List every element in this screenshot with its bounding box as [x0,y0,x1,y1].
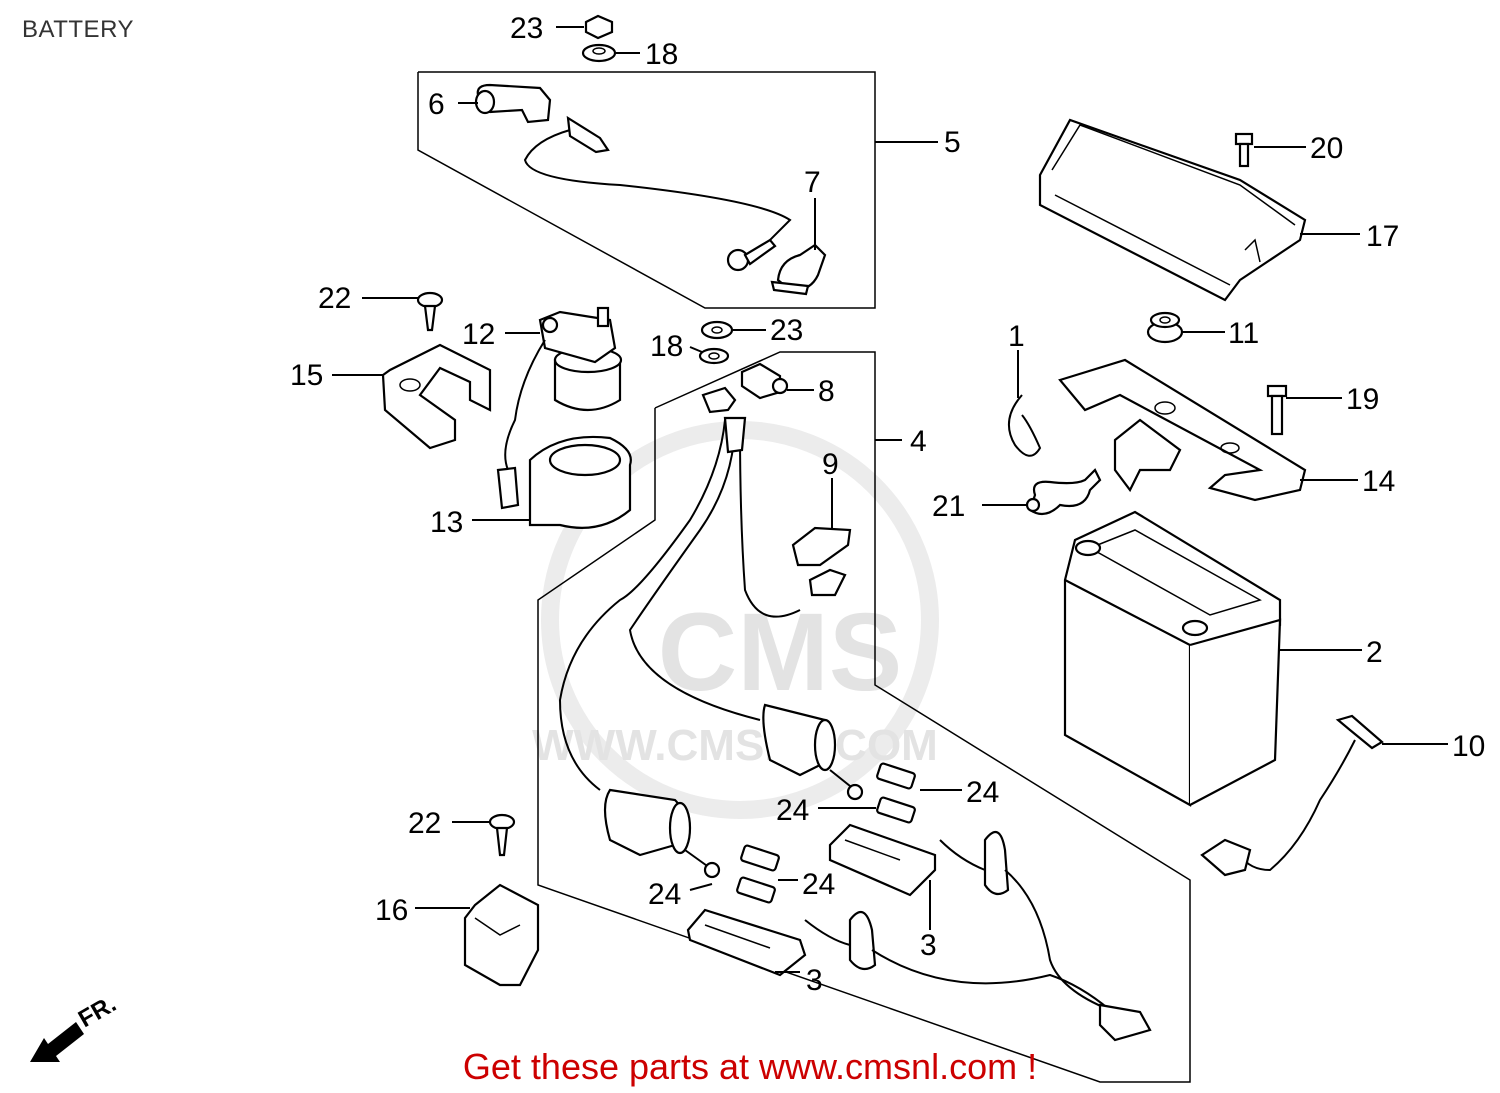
label-16: 16 [375,894,408,927]
label-6: 6 [428,88,445,121]
label-17: 17 [1366,220,1399,253]
fuse-holder-upper [762,703,864,801]
footer-link[interactable]: Get these parts at www.cmsnl.com ! [462,1046,1038,1087]
direction-label: FR. [74,990,121,1033]
label-4: 4 [910,425,927,458]
label-15: 15 [290,359,323,392]
cap-8 [740,362,789,400]
label-24-d: 24 [648,878,681,911]
fuses-24 [736,762,916,904]
label-22-upper: 22 [318,282,351,315]
fuse-box-3-lower [686,908,807,977]
watermark-brand: CMS [658,591,902,714]
label-23-lower: 23 [770,314,803,347]
bolt-20 [1234,132,1254,168]
bolt-19 [1266,384,1288,436]
nut-23-top [581,14,617,63]
label-24-c: 24 [802,868,835,901]
label-1: 1 [1008,320,1025,353]
battery-cover-17 [1038,118,1307,302]
group-5-outline [417,71,876,309]
battery-bracket-14 [1058,358,1307,502]
label-21: 21 [932,490,965,523]
clamp-21 [1025,468,1102,516]
label-10: 10 [1452,730,1485,763]
screw-22-upper [416,291,444,332]
label-7: 7 [804,166,821,199]
label-18-top: 18 [645,38,678,71]
bracket-16 [463,883,540,987]
page-title: BATTERY [22,16,134,43]
label-12: 12 [462,318,495,351]
label-13: 13 [430,506,463,539]
label-11: 11 [1228,317,1259,350]
label-3-upper: 3 [920,929,937,962]
label-9: 9 [822,448,839,481]
label-22-lower: 22 [408,807,441,840]
clip-1 [1007,394,1042,457]
label-18-lower: 18 [650,330,683,363]
relay-holder-13 [528,435,632,529]
leader-lines [332,26,1448,973]
nut-23-lower [698,320,734,365]
label-5: 5 [944,126,961,159]
wire-harness-4 [558,386,801,791]
fuse-holder-lower [603,788,721,879]
starter-relay-12 [496,306,623,510]
terminal-boot-7 [770,243,827,296]
label-20: 20 [1310,132,1343,165]
watermark-url: WWW.CMSNL.COM [532,721,938,770]
label-14: 14 [1362,465,1395,498]
label-8: 8 [818,375,835,408]
label-24-a: 24 [966,776,999,809]
label-19: 19 [1346,383,1379,416]
label-2: 2 [1366,636,1383,669]
connector-cable-lower [804,830,1152,1042]
terminal-cover-6 [474,83,552,124]
battery-2 [1063,510,1282,807]
cable-5 [523,115,792,272]
group-4-outline [537,351,1191,1083]
screw-22-lower [488,813,516,857]
label-24-b: 24 [776,794,809,827]
grommet-11 [1146,311,1184,344]
part-labels: 23 18 6 5 7 20 17 22 12 23 18 11 1 15 8 … [290,12,1485,997]
fuse-box-3-upper [828,823,937,897]
cable-10 [1200,714,1384,877]
cap-9 [791,526,852,597]
watermark: CMS WWW.CMSNL.COM [532,421,939,819]
label-23-top: 23 [510,12,543,45]
label-3-lower: 3 [806,964,823,997]
bracket-15 [381,343,492,450]
